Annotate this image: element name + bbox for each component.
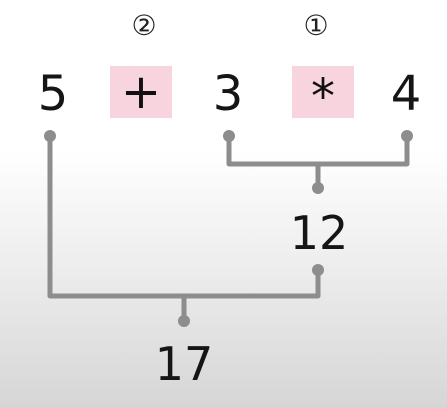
connector-5-to-12 (47, 133, 321, 299)
operand-5: 5 (37, 66, 69, 122)
node-dot-to-12 (312, 182, 324, 194)
multiplication-operator-highlight (292, 66, 354, 118)
node-dot-5 (44, 130, 56, 142)
node-dot-4 (401, 130, 413, 142)
addition-operator-highlight (110, 66, 172, 118)
operand-3: 3 (212, 66, 244, 122)
plus-operator: + (120, 64, 162, 120)
order-label-addition: ② (131, 9, 157, 42)
intermediate-result-12: 12 (289, 206, 349, 260)
node-dot-from-12 (312, 264, 324, 276)
connector-3-to-4 (226, 133, 410, 167)
node-dot-to-17 (178, 315, 190, 327)
final-result-17: 17 (154, 337, 214, 391)
node-dot-3 (223, 130, 235, 142)
order-label-multiplication: ① (303, 9, 329, 42)
multiply-operator: * (311, 69, 335, 125)
operand-4: 4 (390, 66, 422, 122)
